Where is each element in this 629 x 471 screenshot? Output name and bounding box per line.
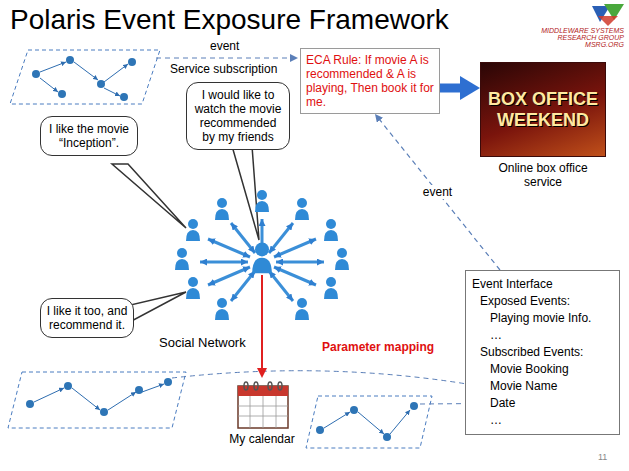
red-link xyxy=(261,275,263,352)
annotation: Service subscription xyxy=(170,62,277,76)
node-text: Exposed Events: xyxy=(472,293,613,310)
event-graph xyxy=(8,371,482,428)
node-text: I like it too, and recommend it. xyxy=(46,304,128,332)
speech-bubble: I like the movie “Inception”. xyxy=(40,116,138,156)
calendar-icon xyxy=(238,382,288,428)
logo-icon xyxy=(592,4,624,26)
node-text: … xyxy=(472,412,613,429)
node-text: Date xyxy=(472,395,613,412)
node-text: My calendar xyxy=(222,432,302,446)
logo-text: MSRG.ORG xyxy=(585,41,624,49)
node-text: Movie Name xyxy=(472,378,613,395)
node-text: Online box office service xyxy=(480,161,606,189)
node-text: … xyxy=(472,327,613,344)
service-picture: BOX OFFICE WEEKEND Online box office serv… xyxy=(480,62,606,189)
node-text: Playing movie Info. xyxy=(472,310,613,327)
event-graph xyxy=(306,396,482,448)
annotation: Parameter mapping xyxy=(322,340,434,354)
connector xyxy=(440,84,460,93)
calendar: My calendar xyxy=(222,378,302,446)
interface-box: Event InterfaceExposed Events:Playing mo… xyxy=(465,270,620,435)
node-text: I like the movie “Inception”. xyxy=(46,122,132,150)
picture-text: BOX OFFICE WEEKEND xyxy=(487,89,599,131)
speech-bubble: I would like to watch the movie recommen… xyxy=(186,82,290,150)
speech-bubble: I like it too, and recommend it. xyxy=(40,298,134,338)
rule-box: ECA Rule: If movie A is recommended & A … xyxy=(300,48,440,114)
node-text: Movie Booking xyxy=(472,361,613,378)
connector xyxy=(261,352,263,368)
logo-text: MIDDLEWARE SYSTEMS xyxy=(541,27,624,35)
logo-text: RESEARCH GROUP xyxy=(557,34,624,42)
bubble-tail xyxy=(112,146,259,324)
node-text: I would like to watch the movie recommen… xyxy=(192,88,284,144)
node-text: Subscribed Events: xyxy=(472,344,613,361)
box-office-picture: BOX OFFICE WEEKEND xyxy=(480,62,606,157)
edge-label: event xyxy=(210,39,239,53)
slide-title: Polaris Event Exposure Framework xyxy=(10,4,449,36)
node-text: ECA Rule: If movie A is recommended & A … xyxy=(306,53,434,109)
social-network: Social Network xyxy=(155,180,355,352)
node-text: Event Interface xyxy=(472,276,613,293)
edge-label: event xyxy=(421,185,454,199)
page-number: 11 xyxy=(598,452,607,463)
